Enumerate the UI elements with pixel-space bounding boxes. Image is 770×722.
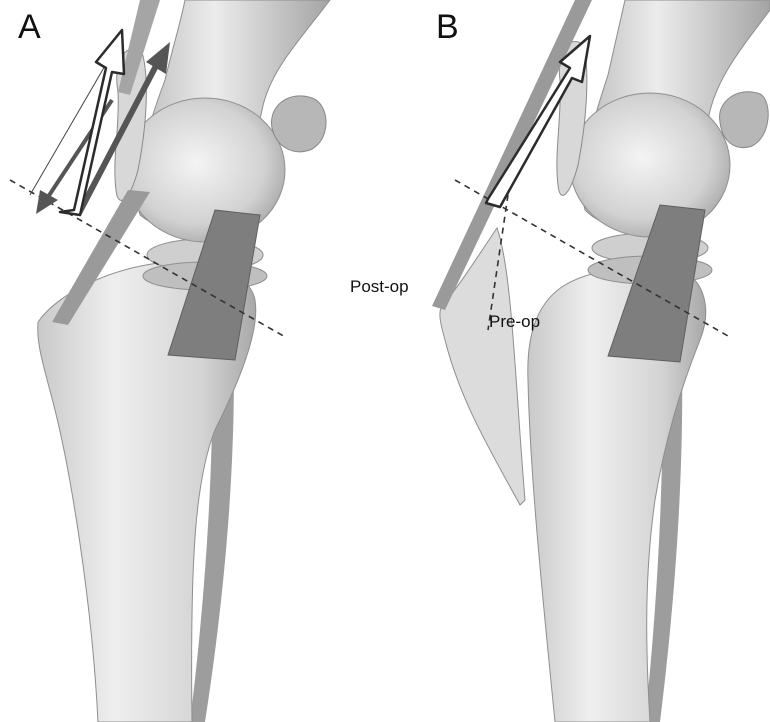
post-op-label: Post-op [350, 277, 409, 296]
pre-op-label: Pre-op [489, 312, 540, 331]
panel-b-letter: B [436, 8, 459, 46]
panel-b: B Post-op Pre-op [350, 0, 770, 722]
panel-a-letter: A [18, 8, 41, 46]
fabella-b [720, 92, 769, 148]
panel-a: A [10, 0, 330, 722]
femoral-condyle [125, 98, 285, 242]
femoral-condyle-b [570, 93, 730, 237]
fabella [272, 96, 326, 152]
